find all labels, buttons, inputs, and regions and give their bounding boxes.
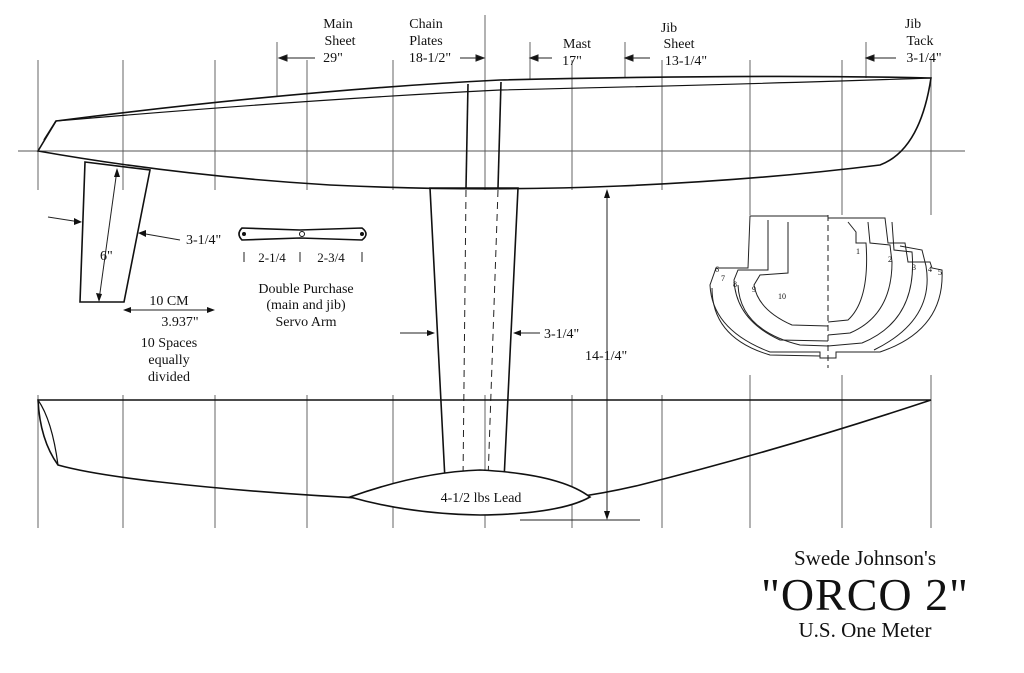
top-dimension-arrows bbox=[277, 54, 896, 62]
svg-text:3: 3 bbox=[912, 263, 916, 272]
keel-width: 3-1/4" bbox=[544, 327, 579, 342]
rudder-width: 3-1/4" bbox=[186, 233, 221, 248]
servo-dim-2: 2-3/4 bbox=[317, 250, 345, 265]
servo-dim-1: 2-1/4 bbox=[258, 250, 286, 265]
jib-sheet-label-1: Jib bbox=[661, 21, 677, 36]
svg-text:4: 4 bbox=[928, 265, 932, 274]
boat-name: "ORCO 2" bbox=[761, 569, 969, 620]
jib-sheet-value: 13-1/4" bbox=[665, 54, 707, 69]
svg-text:6: 6 bbox=[715, 265, 719, 274]
top-labels: Main Sheet 29" Chain Plates 18-1/2" Mast… bbox=[323, 17, 942, 69]
servo-caption-2: (main and jib) bbox=[266, 298, 346, 313]
title-block: Swede Johnson's "ORCO 2" U.S. One Meter bbox=[740, 545, 990, 641]
servo-arm: 2-1/4 2-3/4 Double Purchase (main and ji… bbox=[238, 227, 367, 330]
main-sheet-label-2: Sheet bbox=[324, 34, 355, 49]
main-sheet-label-1: Main bbox=[323, 17, 353, 32]
svg-text:1: 1 bbox=[856, 247, 860, 256]
spacing-note-1: 10 Spaces bbox=[141, 336, 197, 351]
designer-name: Swede Johnson's bbox=[793, 546, 937, 570]
boat-class: U.S. One Meter bbox=[798, 618, 932, 642]
rudder-height: 6" bbox=[100, 249, 113, 264]
section-numbers: 1 2 3 4 5 6 7 8 9 10 bbox=[715, 247, 942, 301]
chain-plates-label-1: Chain bbox=[409, 17, 442, 32]
station-spacing: 10 CM 3.937" 10 Spaces equally divided bbox=[123, 294, 215, 385]
chain-plates-label-2: Plates bbox=[409, 34, 442, 49]
keel-depth: 14-1/4" bbox=[585, 349, 627, 364]
hull-plan: 4-1/2 lbs Lead bbox=[37, 399, 932, 516]
svg-text:7: 7 bbox=[721, 274, 725, 283]
spacing-inches: 3.937" bbox=[161, 315, 198, 330]
rudder: 6" 3-1/4" bbox=[47, 161, 221, 303]
mast-label: Mast bbox=[563, 37, 591, 52]
jib-tack-value: 3-1/4" bbox=[906, 51, 941, 66]
servo-caption-3: Servo Arm bbox=[275, 315, 336, 330]
svg-text:5: 5 bbox=[938, 268, 942, 277]
servo-caption-1: Double Purchase bbox=[258, 282, 353, 297]
keel: 3-1/4" 14-1/4" bbox=[400, 187, 640, 521]
spacing-note-2: equally bbox=[148, 353, 189, 368]
svg-text:9: 9 bbox=[752, 285, 756, 294]
hull-profile bbox=[36, 75, 932, 190]
chain-plates-value: 18-1/2" bbox=[409, 51, 451, 66]
spacing-cm: 10 CM bbox=[149, 294, 189, 309]
jib-sheet-label-2: Sheet bbox=[663, 37, 694, 52]
svg-text:10: 10 bbox=[778, 292, 786, 301]
svg-text:2: 2 bbox=[888, 255, 892, 264]
svg-text:8: 8 bbox=[733, 280, 737, 289]
lead-label: 4-1/2 lbs Lead bbox=[441, 491, 522, 506]
main-sheet-value: 29" bbox=[323, 51, 343, 66]
spacing-note-3: divided bbox=[148, 370, 190, 385]
jib-tack-label-2: Tack bbox=[906, 34, 933, 49]
station-grid bbox=[18, 15, 965, 528]
jib-tack-label-1: Jib bbox=[905, 17, 921, 32]
body-sections bbox=[709, 215, 943, 368]
mast-value: 17" bbox=[562, 54, 582, 69]
